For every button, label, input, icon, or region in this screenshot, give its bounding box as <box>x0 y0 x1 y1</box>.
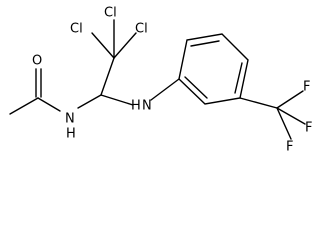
ring-double-bond-3 <box>184 76 208 99</box>
bond-carbonyl-nitrogen <box>37 97 61 112</box>
bonds <box>9 19 306 140</box>
ring-double-bond-1 <box>190 40 220 47</box>
bond-c-f-bottom <box>276 107 292 140</box>
benzene-ring <box>178 33 249 105</box>
bond-nitrogen-ch <box>77 94 102 109</box>
ring-double-bond-2 <box>234 62 243 94</box>
bond-ch-ccl3 <box>100 57 115 96</box>
bond-ch-amine <box>100 94 134 106</box>
chlorine-right-label: Cl <box>135 22 148 37</box>
amine-hydrogen-label: H <box>131 99 141 114</box>
bond-c-f-top <box>276 90 304 109</box>
chlorine-left-label: Cl <box>70 22 83 37</box>
amide-nitrogen-label: N <box>65 112 75 127</box>
bond-methyl-carbonyl <box>9 97 39 115</box>
fluorine-top-label: F <box>303 80 310 95</box>
bond-ring-cf3 <box>239 97 278 109</box>
bond-c-f-mid <box>276 107 306 125</box>
amide-hydrogen-label: H <box>66 127 76 142</box>
atom-labels: O N H Cl Cl Cl N H F F F <box>32 6 312 155</box>
oxygen-label: O <box>32 54 42 69</box>
chlorine-top-label: Cl <box>104 6 117 21</box>
fluorine-mid-label: F <box>305 121 312 136</box>
structure-diagram: O N H Cl Cl Cl N H F F F <box>9 6 312 155</box>
fluorine-bottom-label: F <box>286 140 293 155</box>
bond-c-cl-right <box>113 32 137 59</box>
bond-amine-ring <box>150 78 180 101</box>
bond-c-cl-left <box>91 32 115 59</box>
amine-nitrogen-label: N <box>142 99 152 114</box>
